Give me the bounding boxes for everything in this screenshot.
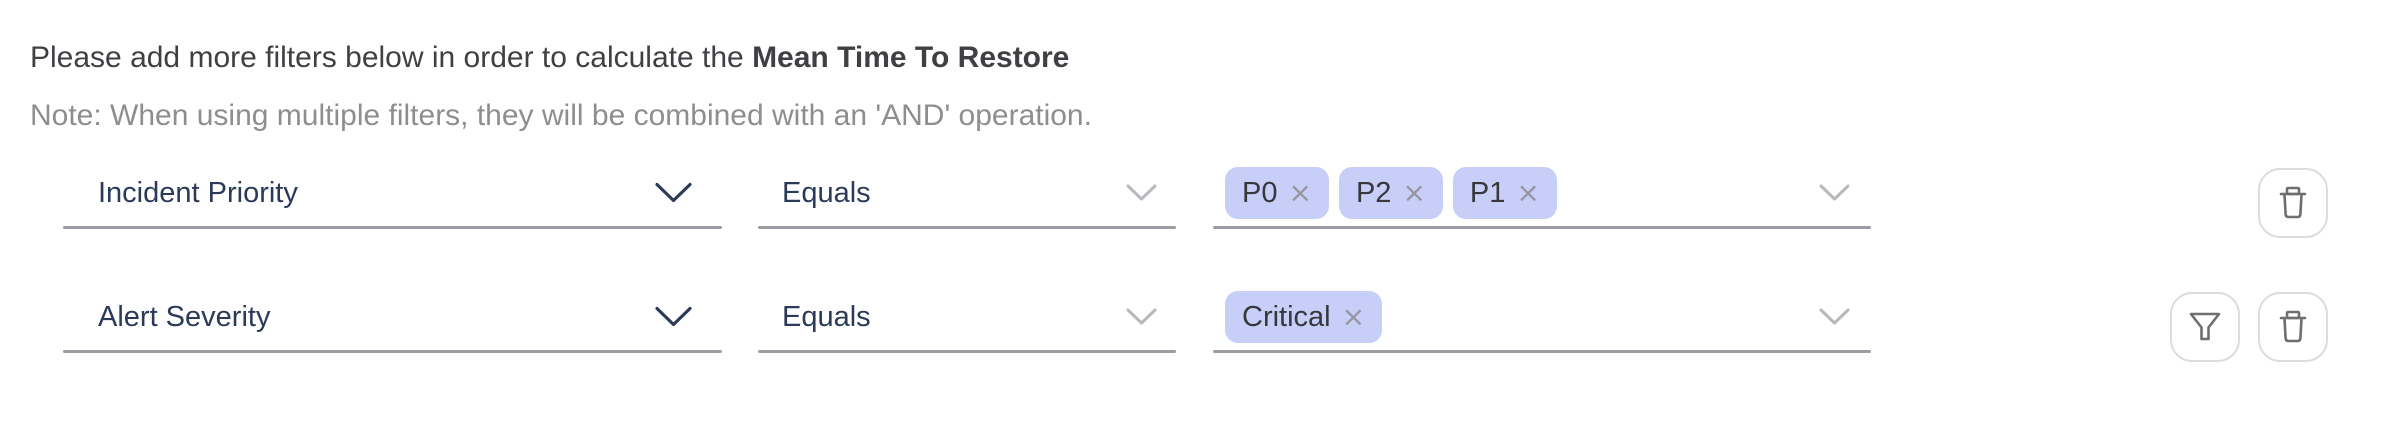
value-tag: P1 × xyxy=(1452,167,1557,219)
field-select-alert-severity[interactable]: Alert Severity xyxy=(63,284,722,353)
value-tag: P0 × xyxy=(1225,167,1329,219)
selected-values: Critical × xyxy=(1225,291,1383,343)
trash-icon xyxy=(2279,310,2307,343)
intro-text-prefix: Please add more filters below in order t… xyxy=(30,41,753,74)
value-tag: Critical × xyxy=(1225,291,1383,343)
field-select-label: Incident Priority xyxy=(98,176,298,209)
field-underline xyxy=(758,350,1176,353)
field-underline xyxy=(1213,350,1871,353)
value-tag: P2 × xyxy=(1338,167,1443,219)
intro-text-metric: Mean Time To Restore xyxy=(752,41,1070,74)
field-underline xyxy=(1213,226,1871,229)
field-select-incident-priority[interactable]: Incident Priority xyxy=(63,160,722,229)
chevron-down-icon xyxy=(1819,308,1850,325)
selected-values: P0 × P2 × P1 × xyxy=(1225,167,1557,219)
operator-select[interactable]: Equals xyxy=(758,284,1176,353)
chevron-down-icon xyxy=(1126,308,1157,325)
operator-select[interactable]: Equals xyxy=(758,160,1176,229)
value-tag-label: P0 xyxy=(1242,176,1278,209)
delete-filter-button[interactable] xyxy=(2258,168,2328,238)
remove-tag-icon[interactable]: × xyxy=(1516,176,1540,209)
chevron-down-icon xyxy=(1819,184,1850,201)
value-tag-label: P1 xyxy=(1469,176,1506,209)
remove-tag-icon[interactable]: × xyxy=(1288,176,1312,209)
operator-select-label: Equals xyxy=(782,300,871,333)
value-multiselect[interactable]: P0 × P2 × P1 × xyxy=(1213,160,1871,229)
remove-tag-icon[interactable]: × xyxy=(1341,300,1366,333)
value-tag-label: P2 xyxy=(1355,176,1392,209)
trash-icon xyxy=(2279,186,2307,219)
field-underline xyxy=(63,226,722,229)
chevron-down-icon xyxy=(1126,184,1157,201)
value-multiselect[interactable]: Critical × xyxy=(1213,284,1871,353)
intro-text: Please add more filters below in order t… xyxy=(30,40,1069,76)
remove-tag-icon[interactable]: × xyxy=(1402,176,1426,209)
delete-filter-button[interactable] xyxy=(2258,292,2328,362)
filter-button[interactable] xyxy=(2170,292,2240,362)
note-text: Note: When using multiple filters, they … xyxy=(30,99,1092,132)
chevron-down-icon xyxy=(655,306,692,327)
field-underline xyxy=(63,350,722,353)
operator-select-label: Equals xyxy=(782,176,871,209)
filter-funnel-icon xyxy=(2189,312,2221,341)
field-select-label: Alert Severity xyxy=(98,300,271,333)
value-tag-label: Critical xyxy=(1242,300,1331,333)
field-underline xyxy=(758,226,1176,229)
chevron-down-icon xyxy=(655,182,692,203)
